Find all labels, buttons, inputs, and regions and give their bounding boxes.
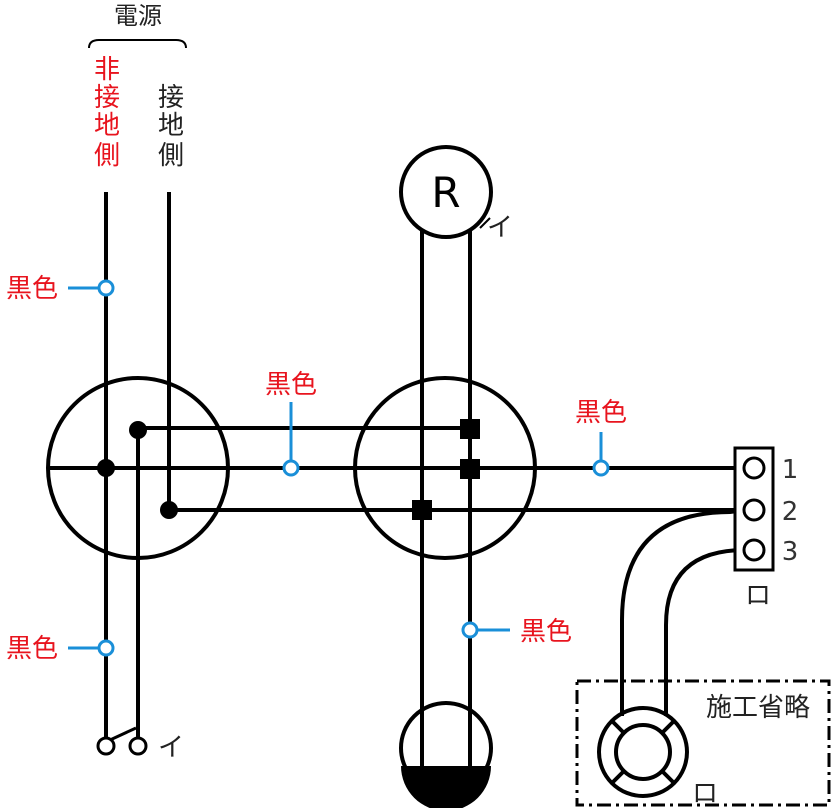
receptacle-marker: イ: [487, 213, 513, 243]
wire-color-upper-left: 黒色: [6, 274, 58, 304]
svg-text:地: 地: [94, 111, 120, 141]
callout-drop: [461, 621, 510, 639]
svg-text:側: 側: [158, 141, 184, 171]
switch-marker: イ: [158, 733, 184, 763]
callout-right: [592, 432, 610, 477]
wire-color-drop: 黒色: [520, 617, 572, 647]
non-ground-side-label: 非 接 地 側: [94, 55, 120, 171]
switch: [96, 726, 148, 756]
terminal-1-label: 1: [782, 455, 799, 485]
lamp-marker: ロ: [692, 779, 718, 808]
terminal-2-label: 2: [782, 497, 799, 527]
power-source-brace: [88, 39, 187, 49]
svg-text:接: 接: [158, 83, 184, 113]
omitted-area-label: 施工省略: [706, 693, 810, 723]
power-source-title: 電源: [114, 2, 162, 30]
svg-text:非: 非: [94, 55, 120, 85]
wire-color-middle: 黒色: [265, 370, 317, 400]
wire-color-lower-left: 黒色: [6, 634, 58, 664]
terminal-box-marker: ロ: [745, 581, 771, 611]
ground-side-label: 接 地 側: [158, 83, 184, 171]
callout-lower-left: [68, 639, 115, 657]
svg-text:地: 地: [158, 111, 184, 141]
left-box-junctions: [97, 421, 178, 519]
right-box-sleeves: [412, 419, 480, 520]
receptacle-letter: R: [431, 168, 460, 217]
callout-upper-left: [68, 279, 115, 297]
lamp-fixture: [597, 706, 689, 798]
callout-middle: [282, 402, 300, 477]
receptacle-marker-leader: [479, 217, 491, 229]
terminal-3-label: 3: [782, 537, 799, 567]
ceiling-lamp: [399, 701, 493, 808]
terminal-block: [733, 446, 775, 572]
svg-text:接: 接: [94, 83, 120, 113]
wire-color-right: 黒色: [575, 398, 627, 428]
svg-text:側: 側: [94, 141, 120, 171]
receptacle-circle: [399, 145, 493, 239]
